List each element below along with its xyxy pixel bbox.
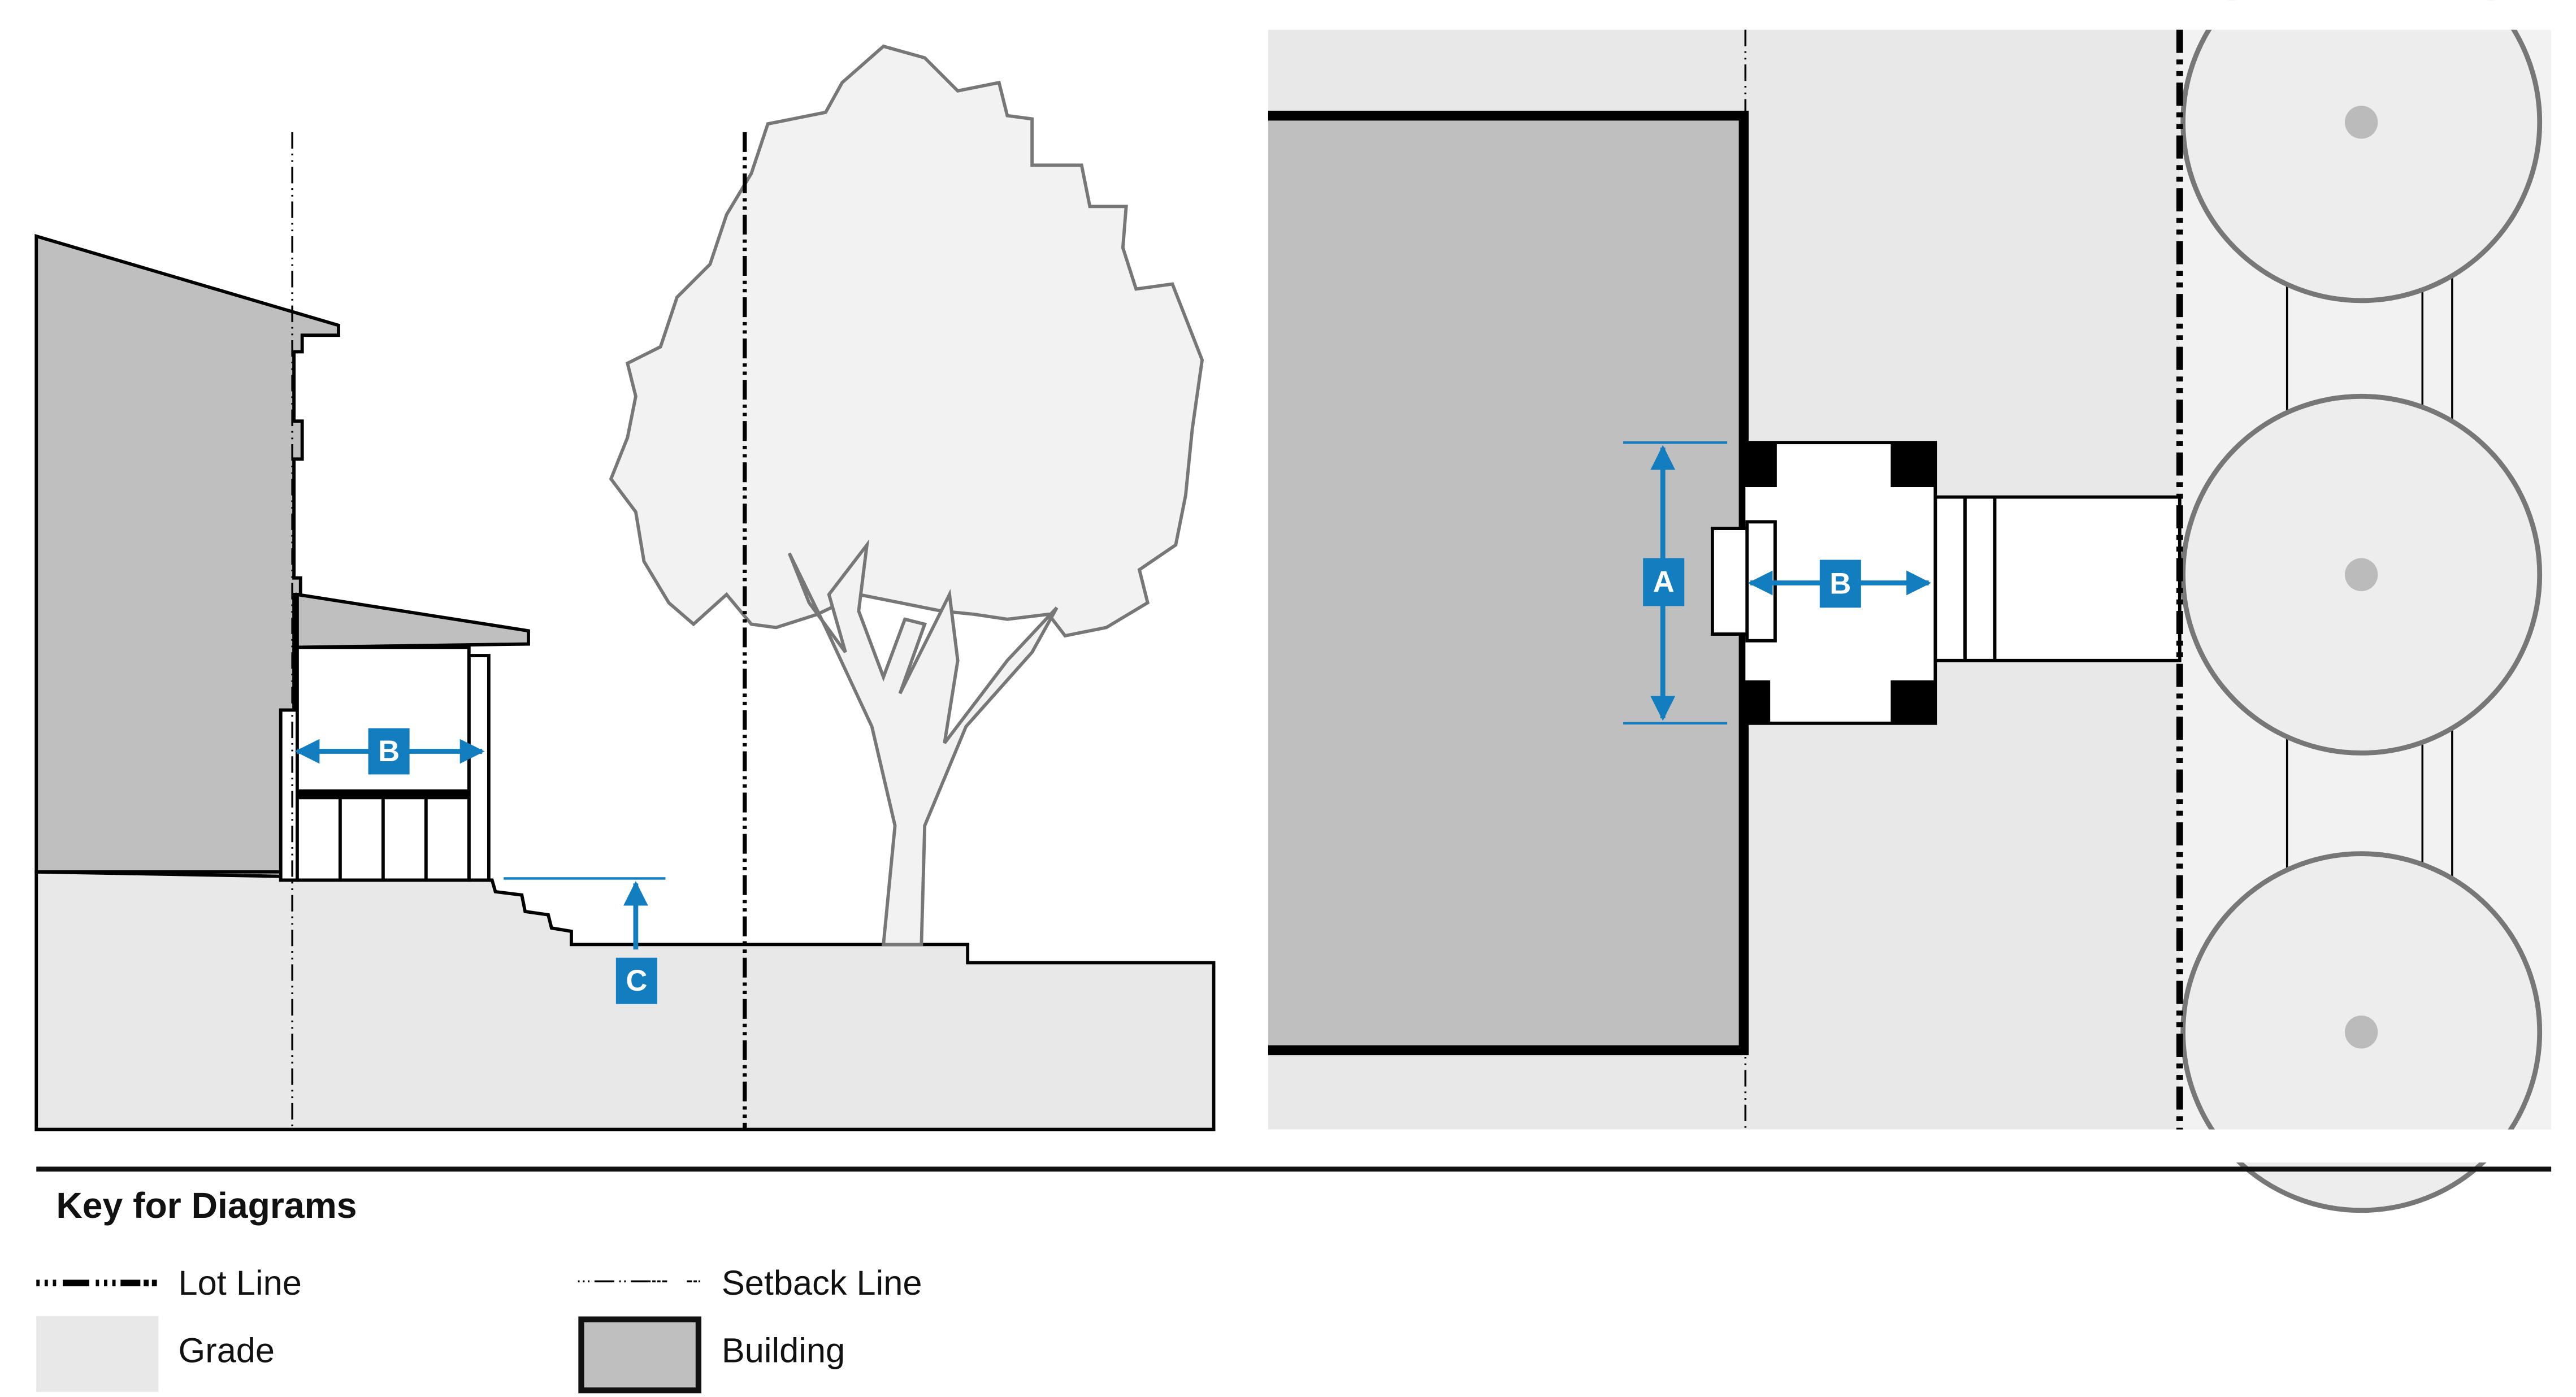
label-b: B xyxy=(378,735,400,768)
house-building xyxy=(34,233,340,874)
door xyxy=(1710,527,1751,636)
label-c: C xyxy=(626,964,647,997)
label-a: A xyxy=(1653,566,1675,599)
steps xyxy=(1933,495,2182,662)
porch xyxy=(279,645,491,882)
tree-icon xyxy=(2180,0,2543,303)
key-setback-line-label: Setback Line xyxy=(722,1264,922,1303)
label-b: B xyxy=(1829,567,1851,600)
plan-diagram: A B xyxy=(1268,0,2576,1213)
key-title: Key for Diagrams xyxy=(56,1185,357,1226)
diagram-key: Key for Diagrams Lot Line Setback Line G… xyxy=(36,1166,2552,1394)
key-building-label: Building xyxy=(722,1331,845,1370)
porch-roof xyxy=(296,592,530,649)
tree-trunk-icon xyxy=(787,539,1059,947)
key-grade-label: Grade xyxy=(179,1331,275,1370)
tree-canopy-icon xyxy=(609,44,1204,638)
building-swatch xyxy=(578,1316,702,1394)
section-diagram: B C xyxy=(34,44,1216,1131)
key-lot-line-label: Lot Line xyxy=(179,1264,302,1303)
grade-swatch xyxy=(36,1316,159,1392)
